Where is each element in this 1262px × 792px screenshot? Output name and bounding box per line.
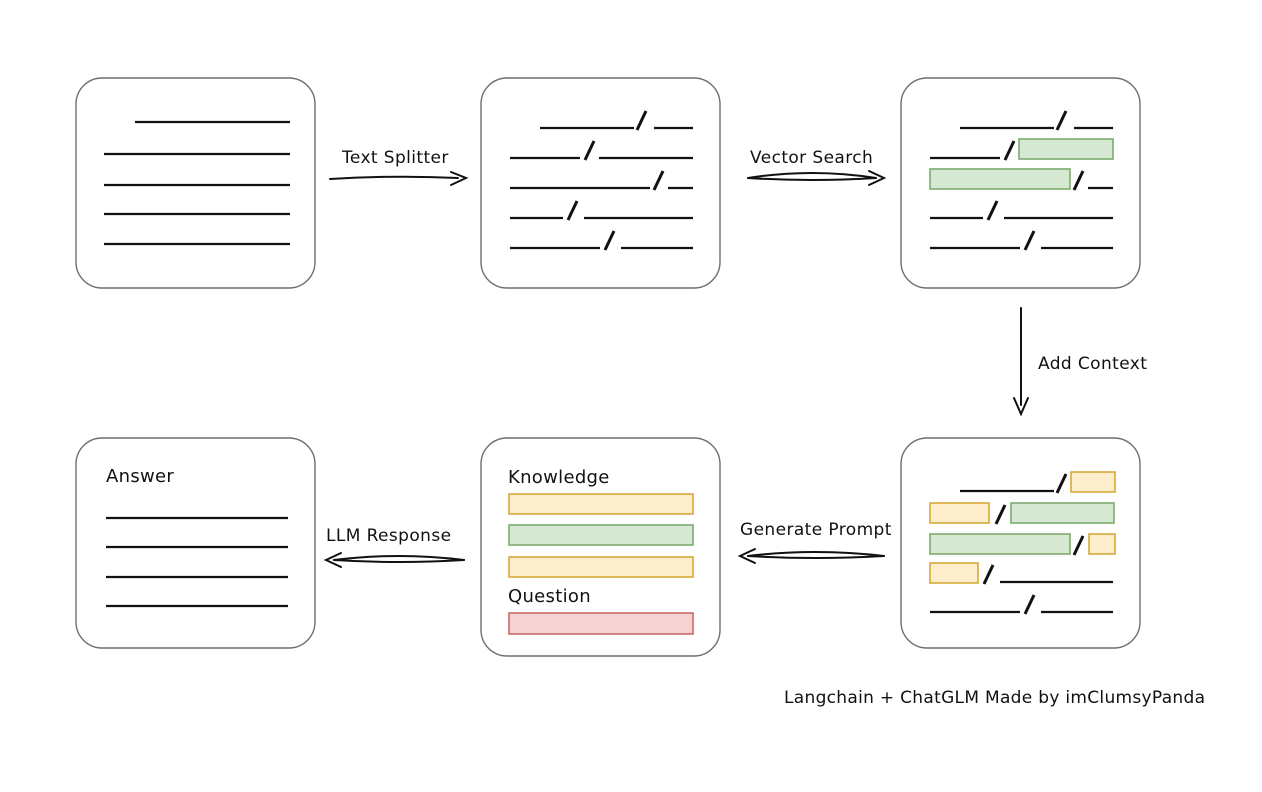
split-row-2-slash [583,140,596,161]
context-row-2-right-highlight [1010,502,1115,524]
llm-response-arrow-line-2 [333,559,465,563]
generate-prompt-arrow-head [737,548,756,564]
edge-add-context[interactable]: Add Context [1013,307,1147,417]
matched-row-3 [929,168,1113,191]
split-row-1 [540,110,693,131]
node-split-chunks[interactable] [480,77,721,289]
add-context-arrow-head [1013,397,1029,417]
matched-row-2-slash [1003,140,1016,161]
edge-generate-prompt[interactable]: Generate Prompt [737,520,892,564]
context-row-3 [929,533,1116,556]
vector-search-arrow-line [747,172,877,179]
context-row-3-right-highlight [1088,533,1116,555]
context-row-1 [960,471,1116,494]
context-row-4 [929,562,1113,585]
source-document-box[interactable] [75,77,316,289]
generate-prompt-arrow-line [747,551,885,557]
context-row-3-slash [1072,535,1085,556]
edge-text-splitter[interactable]: Text Splitter [329,148,469,186]
context-row-1-slash [1055,473,1068,494]
answer-label: Answer [106,466,174,487]
split-row-5 [510,230,693,251]
context-row-2 [929,502,1115,525]
knowledge-bar-2 [508,524,694,546]
context-row-5-slash [1023,594,1036,615]
split-row-4-slash [566,200,579,221]
matched-row-1-slash [1055,110,1068,131]
matched-row-4-slash [986,200,999,221]
edge-text-splitter-label: Text Splitter [341,148,449,168]
matched-row-3-slash [1072,170,1085,191]
edge-generate-prompt-label: Generate Prompt [740,520,892,540]
context-row-3-left-highlight [929,533,1071,555]
edge-add-context-label: Add Context [1038,354,1147,374]
matched-row-2 [930,138,1114,161]
matched-row-5-slash [1023,230,1036,251]
text-splitter-arrow-head [450,171,469,186]
split-row-5-slash [603,230,616,251]
split-row-3 [510,170,693,191]
split-row-1-slash [635,110,648,131]
vector-search-arrow-line-2 [747,177,877,181]
llm-response-arrow-line [333,555,465,561]
split-row-2 [510,140,693,161]
split-row-3-slash [652,170,665,191]
context-row-1-right-highlight [1070,471,1116,493]
split-row-4 [510,200,693,221]
question-bar-1 [508,612,694,635]
split-chunks-box[interactable] [480,77,721,289]
prompt-box[interactable] [480,437,721,657]
diagram-caption: Langchain + ChatGLM Made by imClumsyPand… [784,688,1205,708]
context-row-4-left-highlight [929,562,979,584]
llm-response-arrow-head [323,552,342,568]
node-answer[interactable]: Answer [75,437,316,649]
edge-vector-search[interactable]: Vector Search [747,148,887,186]
answer-box[interactable] [75,437,316,649]
context-row-2-slash [994,504,1007,525]
matched-row-4 [930,200,1113,221]
edge-llm-response-label: LLM Response [326,526,451,546]
question-label: Question [508,586,591,607]
edge-llm-response[interactable]: LLM Response [323,526,465,568]
knowledge-bar-1 [508,493,694,515]
context-row-2-left-highlight [929,502,990,524]
matched-row-3-left-highlight [929,168,1071,190]
matched-row-5 [930,230,1113,251]
context-row-5 [930,594,1113,615]
knowledge-label: Knowledge [508,467,610,488]
matched-row-2-right-highlight [1018,138,1114,160]
node-source-document[interactable] [75,77,316,289]
vector-search-arrow-head [868,170,887,186]
text-splitter-arrow-line [329,175,459,180]
generate-prompt-arrow-line-2 [747,555,885,559]
node-context-chunks[interactable] [900,437,1141,649]
node-prompt[interactable]: Knowledge Question [480,437,721,657]
node-matched-chunks[interactable] [900,77,1141,289]
edge-vector-search-label: Vector Search [750,148,873,168]
context-row-4-slash [982,564,995,585]
matched-row-1 [960,110,1113,131]
knowledge-bar-3 [508,556,694,578]
